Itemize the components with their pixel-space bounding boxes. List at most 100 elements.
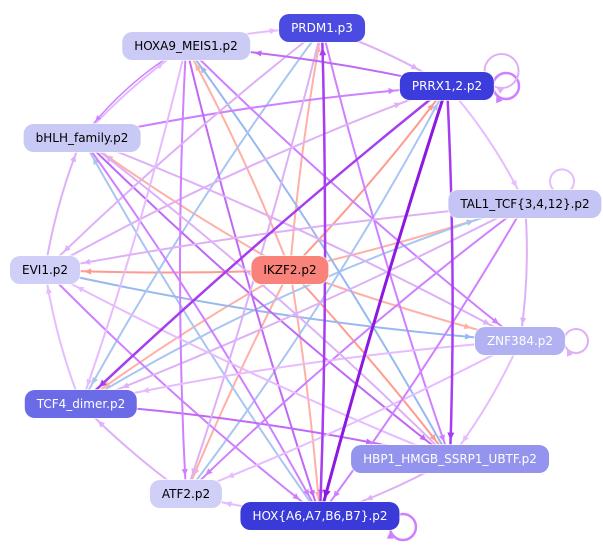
edge-arrowhead <box>466 219 474 226</box>
edge <box>79 84 449 406</box>
edge <box>44 269 521 342</box>
edge <box>185 269 291 495</box>
edge-arrowhead <box>76 286 85 293</box>
node-evi1[interactable]: EVI1.p2 <box>9 256 81 284</box>
edge-arrowhead <box>462 434 469 443</box>
edge <box>185 203 526 495</box>
edge <box>319 203 526 517</box>
edge-arrowhead <box>86 378 93 387</box>
edge <box>318 84 449 518</box>
edge-arrowhead <box>496 94 503 104</box>
edge <box>80 27 323 405</box>
edge <box>44 27 323 271</box>
edge-arrowhead <box>84 268 92 275</box>
edge-arrowhead <box>520 317 527 325</box>
self-loop-edge <box>483 53 520 89</box>
edge-arrowhead <box>224 501 232 508</box>
edge <box>44 269 321 517</box>
edge <box>80 203 526 405</box>
edge <box>80 203 526 405</box>
edge-arrowhead <box>410 63 419 70</box>
node-hox[interactable]: HOX{A6,A7,B6,B7}.p2 <box>240 502 400 530</box>
edge-arrowhead <box>254 50 262 57</box>
edge <box>185 45 291 271</box>
edge-arrowhead <box>386 530 394 539</box>
edge-arrowhead <box>323 489 331 499</box>
edge-arrowhead <box>226 472 235 478</box>
edge-arrowhead <box>83 258 91 265</box>
self-loop-edge <box>563 328 589 354</box>
edge-arrowhead <box>98 379 107 388</box>
node-atf2[interactable]: ATF2.p2 <box>149 480 223 508</box>
edge-arrowhead <box>491 317 500 325</box>
edge-arrowhead <box>45 286 52 294</box>
edge <box>519 203 528 342</box>
edge-arrowhead <box>191 468 198 476</box>
edge-arrowhead <box>97 420 105 428</box>
edge <box>289 85 448 271</box>
node-hbp1[interactable]: HBP1_HMGB_SSRP1_UBTF.p2 <box>351 445 549 473</box>
edge <box>289 27 323 271</box>
edge-arrowhead <box>292 493 300 500</box>
node-ikzf2[interactable]: IKZF2.p2 <box>251 256 329 284</box>
edge-arrowhead <box>308 489 315 498</box>
edge-arrowhead <box>429 433 437 442</box>
edge-arrowhead <box>319 47 327 56</box>
edge <box>185 45 521 342</box>
edge-arrowhead <box>427 103 434 111</box>
edge-arrowhead <box>496 87 504 94</box>
edge-arrowhead <box>431 103 438 111</box>
edge <box>81 137 321 517</box>
edge-arrowhead <box>393 102 402 109</box>
node-znf384[interactable]: ZNF384.p2 <box>474 327 566 355</box>
edge <box>44 85 448 271</box>
edge <box>44 269 82 405</box>
edge <box>81 137 321 517</box>
edge-arrowhead <box>463 323 472 330</box>
edge <box>445 84 454 461</box>
edge-arrowhead <box>333 490 340 498</box>
edge <box>289 269 451 460</box>
edge <box>446 85 526 205</box>
edge-arrowhead <box>269 28 277 35</box>
edge <box>81 137 451 460</box>
edge-arrowhead <box>105 155 113 163</box>
edge-arrowhead <box>566 349 573 357</box>
edge-arrowhead <box>205 468 213 476</box>
edge <box>81 137 291 271</box>
edge-arrowhead <box>303 488 310 497</box>
edge <box>44 137 83 271</box>
self-loop-edge <box>491 71 521 101</box>
edge-arrowhead <box>63 245 71 253</box>
edge <box>179 45 187 495</box>
edge-arrowhead <box>464 333 473 340</box>
edge <box>80 45 187 405</box>
node-prdm1[interactable]: PRDM1.p3 <box>279 14 365 42</box>
node-hoxa9[interactable]: HOXA9_MEIS1.p2 <box>122 32 250 60</box>
node-tcf4[interactable]: TCF4_dimer.p2 <box>24 390 138 418</box>
edge-arrowhead <box>141 386 150 394</box>
edge-arrowhead <box>482 318 491 325</box>
edge-arrowhead <box>510 179 517 188</box>
edge <box>185 45 321 517</box>
edge <box>289 269 321 517</box>
edge-arrowhead <box>419 434 427 441</box>
edge-arrowhead <box>92 157 100 166</box>
edge <box>80 340 521 405</box>
edge-arrowhead <box>181 469 188 477</box>
edge-arrowhead <box>438 434 445 442</box>
edge-arrowhead <box>388 88 396 95</box>
edge-arrowhead <box>195 63 202 72</box>
edge-arrowhead <box>200 65 207 74</box>
edge-arrowhead <box>365 494 374 501</box>
edge-arrowhead <box>70 154 76 163</box>
node-bhlh[interactable]: bHLH_family.p2 <box>23 124 141 152</box>
node-tal1[interactable]: TAL1_TCF{3,4,12}.p2 <box>448 190 602 218</box>
edge-arrowhead <box>447 432 455 441</box>
edge <box>81 137 451 460</box>
node-prrx1[interactable]: PRRX1,2.p2 <box>399 72 495 100</box>
edge-arrowhead <box>95 115 102 122</box>
edge <box>44 269 451 460</box>
edge <box>321 27 451 460</box>
